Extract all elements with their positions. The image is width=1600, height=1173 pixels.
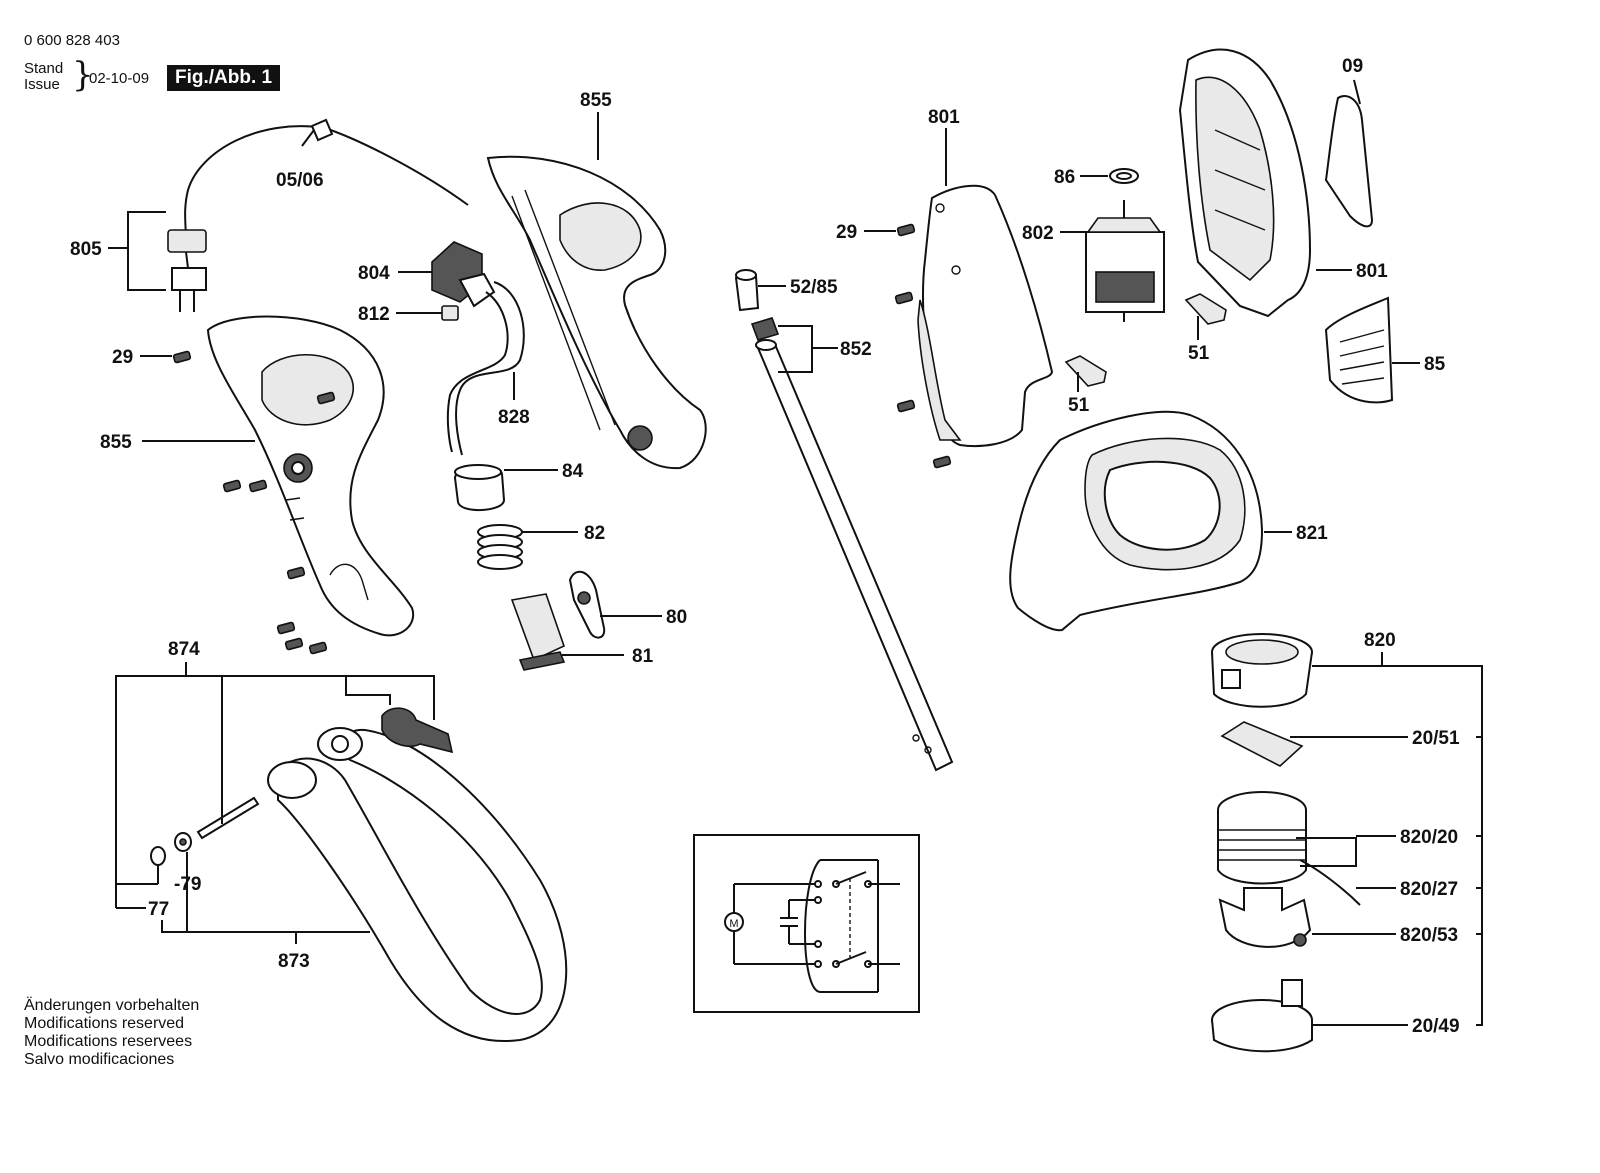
callout-79: -79	[174, 874, 201, 895]
brace-icon: }	[72, 55, 94, 95]
motor-housing-left-part	[917, 184, 1054, 448]
callout-09: 09	[1342, 56, 1363, 77]
bow-handle-part	[267, 727, 568, 1043]
tube-part	[734, 269, 954, 772]
callout-51-right: 51	[1188, 343, 1210, 364]
figure-label: Fig./Abb. 1	[167, 65, 281, 91]
spool-part	[1217, 791, 1361, 906]
callout-79-number: 79	[180, 874, 201, 895]
callout-820: 820	[1364, 630, 1396, 651]
switch-part	[431, 241, 496, 321]
callout-85: 85	[1424, 354, 1446, 375]
callout-820-20: 820/20	[1400, 827, 1458, 848]
air-grille-part	[1324, 296, 1394, 404]
issue-label: Issue	[24, 76, 60, 93]
wire-part	[446, 281, 525, 456]
right-handle-shell-part	[486, 155, 707, 470]
power-cord-part	[167, 118, 469, 312]
callout-874: 874	[168, 639, 200, 660]
issue-date: 02-10-09	[89, 70, 150, 87]
callout-77: 77	[148, 899, 169, 920]
callout-80: 80	[666, 607, 687, 628]
motor-housing-right-part	[1178, 48, 1312, 318]
sleeve-part	[453, 464, 506, 512]
wiring-schematic: M	[693, 834, 920, 1013]
callout-29-middle: 29	[836, 222, 857, 243]
note-spanish: Salvo modificaciones	[24, 1051, 175, 1068]
modification-notes: Änderungen vorbehalten Modifications res…	[24, 997, 199, 1069]
stand-issue-label: Stand Issue	[24, 61, 63, 93]
spring-clip-part	[1220, 721, 1304, 767]
screws-middle	[894, 223, 952, 469]
callout-801-right: 801	[1356, 261, 1388, 282]
holder-part	[510, 593, 566, 671]
guard-part	[1009, 410, 1264, 632]
document-number: 0 600 828 403	[24, 32, 120, 49]
callout-805: 805	[70, 239, 102, 260]
callout-801-top: 801	[928, 107, 960, 128]
cover-plate-part	[1324, 95, 1374, 228]
callout-855-left: 855	[100, 432, 132, 453]
motor-part	[1085, 168, 1165, 322]
note-english: Modifications reserved	[24, 1015, 185, 1032]
callout-821: 821	[1296, 523, 1328, 544]
callout-84: 84	[562, 461, 584, 482]
knob-part	[381, 707, 454, 754]
callout-852: 852	[840, 339, 872, 360]
screws-left	[172, 350, 336, 655]
note-french: Modifications reservees	[24, 1033, 193, 1050]
callout-855-top: 855	[580, 90, 612, 111]
stand-label: Stand	[24, 60, 64, 77]
motor-symbol: M	[729, 918, 738, 930]
callout-804: 804	[358, 263, 390, 284]
lock-button-part	[568, 570, 606, 639]
spool-cover-part	[1211, 633, 1313, 708]
callout-828: 828	[498, 407, 530, 428]
callout-820-53: 820/53	[1400, 925, 1458, 946]
callout-820-27: 820/27	[1400, 879, 1458, 900]
callout-20-51: 20/51	[1412, 728, 1460, 749]
callout-86: 86	[1054, 167, 1075, 188]
cap-part	[1211, 979, 1313, 1053]
note-german: Änderungen vorbehalten	[24, 997, 200, 1014]
pin-part	[196, 796, 260, 840]
spring-part	[477, 524, 523, 570]
callout-873: 873	[278, 951, 310, 972]
leader-lines	[108, 79, 1483, 1026]
brush-holder-part	[1064, 293, 1227, 387]
callout-20-49: 20/49	[1412, 1016, 1460, 1037]
spool-cap-part	[1218, 887, 1312, 948]
callout-05-06: 05/06	[276, 170, 324, 191]
callout-802: 802	[1022, 223, 1054, 244]
callout-81: 81	[632, 646, 654, 667]
callout-52-85: 52/85	[790, 277, 838, 298]
washer-part	[150, 832, 192, 866]
callout-812: 812	[358, 304, 390, 325]
callout-labels: 05/06 805 29 855 804 812 828 855 84 82 8…	[70, 56, 1460, 1037]
callout-82: 82	[584, 523, 605, 544]
left-handle-shell-part	[206, 315, 415, 637]
callout-51-left: 51	[1068, 395, 1090, 416]
callout-29-left: 29	[112, 347, 133, 368]
